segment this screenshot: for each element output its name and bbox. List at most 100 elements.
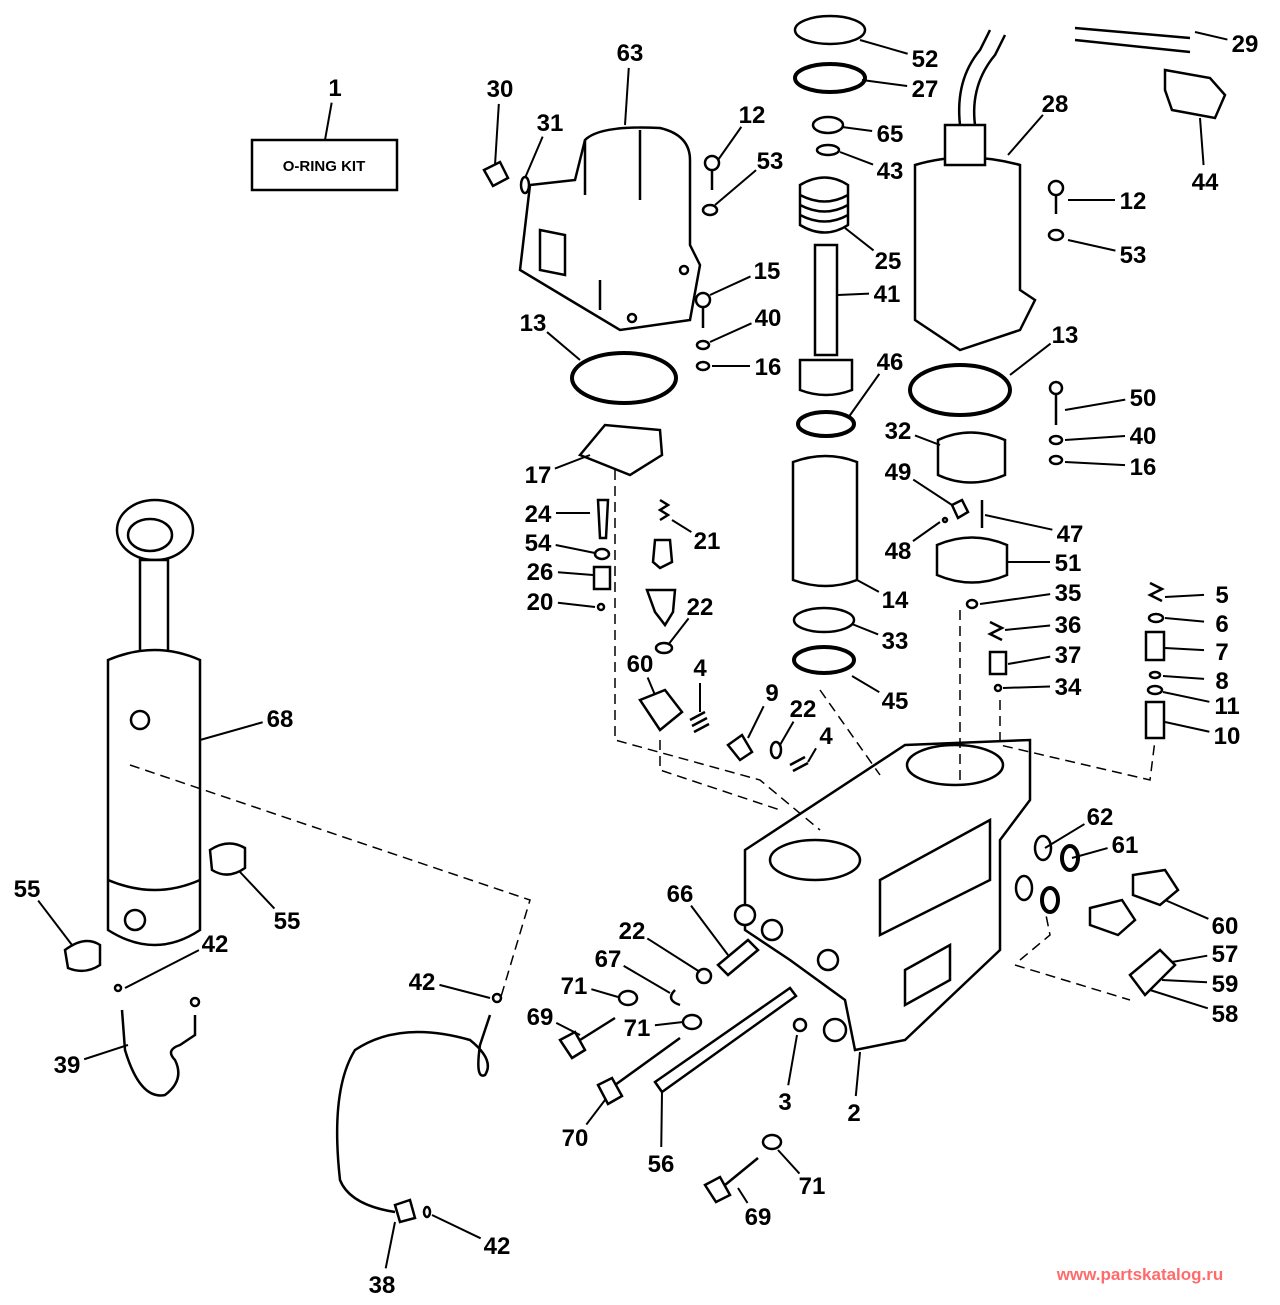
part-callout-53: 53 <box>1120 242 1147 269</box>
part-callout-2: 2 <box>847 1100 860 1127</box>
leader-line <box>624 67 630 126</box>
part-callout-57: 57 <box>1212 941 1239 968</box>
part-callout-71: 71 <box>624 1015 651 1042</box>
leader-line <box>585 1099 606 1126</box>
leader-line <box>861 79 908 87</box>
part-callout-50: 50 <box>1130 385 1157 412</box>
leader-line <box>841 126 873 133</box>
leader-line <box>856 579 880 593</box>
center-stack <box>791 14 867 675</box>
part-callout-9: 9 <box>765 680 778 707</box>
leader-line <box>660 1091 663 1148</box>
leader-line <box>667 617 690 646</box>
leader-line <box>646 937 701 973</box>
part-callout-68: 68 <box>267 706 294 733</box>
leader-line <box>124 949 200 989</box>
part-callout-54: 54 <box>525 530 552 557</box>
leader-line <box>984 514 1053 531</box>
part-callout-67: 67 <box>595 946 622 973</box>
part-callout-49: 49 <box>885 459 912 486</box>
part-callout-58: 58 <box>1212 1001 1239 1028</box>
leader-line <box>623 965 671 994</box>
part-callout-40: 40 <box>755 305 782 332</box>
part-callout-12: 12 <box>739 102 766 129</box>
leader-line <box>912 521 941 542</box>
part-callout-25: 25 <box>875 248 902 275</box>
part-callout-71: 71 <box>799 1173 826 1200</box>
part-callout-24: 24 <box>525 501 552 528</box>
fittings-right <box>1014 834 1180 997</box>
motor-cover-part <box>518 126 702 332</box>
trim-cylinder-part <box>63 498 247 973</box>
leader-line <box>1007 114 1044 156</box>
o-ring-13-left <box>570 351 678 405</box>
part-callout-4: 4 <box>693 655 707 682</box>
part-callout-13: 13 <box>1052 322 1079 349</box>
leader-line <box>1067 239 1116 252</box>
part-callout-16: 16 <box>755 354 782 381</box>
part-callout-46: 46 <box>877 349 904 376</box>
part-callout-7: 7 <box>1215 639 1228 666</box>
leader-line <box>714 169 757 206</box>
valve-parts <box>592 498 809 773</box>
leader-line <box>555 544 596 554</box>
leader-line <box>1164 617 1205 623</box>
leader-line <box>1162 691 1210 703</box>
part-callout-8: 8 <box>1215 668 1228 695</box>
part-callout-22: 22 <box>687 594 714 621</box>
watermark: www.partskatalog.ru <box>1056 1265 1224 1284</box>
part-callout-42: 42 <box>484 1233 511 1260</box>
part-callout-34: 34 <box>1055 674 1082 701</box>
part-callout-22: 22 <box>619 918 646 945</box>
part-callout-13: 13 <box>520 310 547 337</box>
part-callout-16: 16 <box>1130 454 1157 481</box>
part-callout-14: 14 <box>882 587 909 614</box>
part-callout-42: 42 <box>409 969 436 996</box>
o-ring-part <box>519 175 531 195</box>
part-callout-45: 45 <box>882 688 909 715</box>
part-callout-32: 32 <box>885 418 912 445</box>
leader-line <box>1007 655 1051 665</box>
leader-line <box>654 1021 684 1027</box>
part-callout-4: 4 <box>819 723 833 750</box>
manifold-housing-part <box>733 738 1032 1052</box>
part-callout-31: 31 <box>537 110 564 137</box>
leader-line <box>912 478 953 506</box>
leader-line <box>83 1044 129 1061</box>
leader-line <box>324 102 333 141</box>
part-callout-47: 47 <box>1057 521 1084 548</box>
leader-line <box>787 1034 798 1086</box>
leader-line <box>555 1021 581 1036</box>
trim-motor-part <box>913 26 1227 352</box>
part-callout-39: 39 <box>54 1052 81 1079</box>
part-callout-12: 12 <box>1120 188 1147 215</box>
part-callout-65: 65 <box>877 121 904 148</box>
leader-line <box>1164 593 1205 598</box>
part-callout-26: 26 <box>527 559 554 586</box>
part-callout-17: 17 <box>525 462 552 489</box>
part-callout-30: 30 <box>487 76 514 103</box>
part-callout-1: 1 <box>328 75 341 102</box>
part-callout-59: 59 <box>1212 971 1239 998</box>
leader-line <box>1194 31 1228 41</box>
part-callout-5: 5 <box>1215 582 1228 609</box>
part-callout-60: 60 <box>627 651 654 678</box>
leader-line <box>591 988 619 998</box>
leader-line <box>1004 624 1051 631</box>
leader-line <box>1009 342 1052 376</box>
bolts-lower <box>558 938 808 1204</box>
leader-line <box>1164 721 1210 733</box>
part-callout-71: 71 <box>561 973 588 1000</box>
leader-line <box>1064 398 1126 411</box>
leader-line <box>431 1214 482 1240</box>
part-callout-69: 69 <box>527 1004 554 1031</box>
part-callout-55: 55 <box>14 876 41 903</box>
leader-line <box>979 593 1051 605</box>
part-callout-52: 52 <box>912 46 939 73</box>
part-callout-70: 70 <box>562 1125 589 1152</box>
leader-line <box>709 322 752 343</box>
leader-line <box>914 434 941 446</box>
leader-line <box>199 721 263 741</box>
